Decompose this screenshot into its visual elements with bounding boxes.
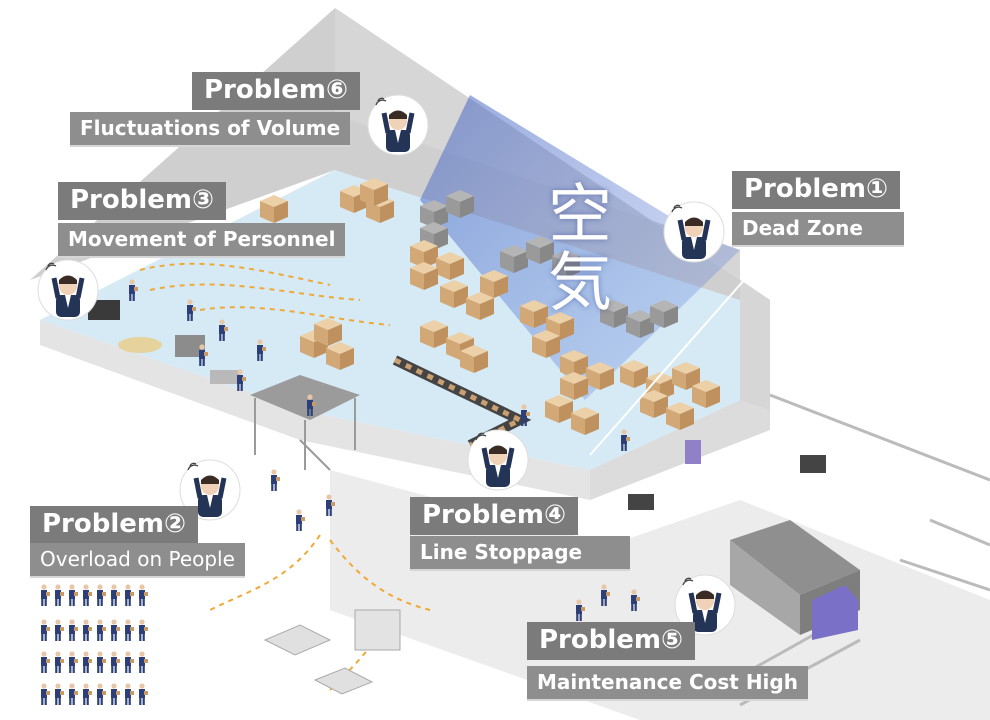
problem-5-tag: Problem⑤	[527, 622, 696, 660]
air-kanji-label: 空気	[537, 180, 611, 316]
problem-4-desc: Line Stoppage	[410, 536, 630, 571]
problem-1-tag: Problem①	[732, 171, 901, 209]
problem-1-desc: Dead Zone	[732, 212, 904, 247]
problem-4-tag: Problem④	[410, 497, 579, 535]
problem-3-tag: Problem③	[58, 182, 227, 220]
worker-crowd	[41, 584, 148, 705]
problem-2-tag: Problem②	[30, 506, 199, 544]
problem-5-desc: Maintenance Cost High	[527, 666, 808, 701]
problem-2-desc: Overload on People	[30, 543, 245, 578]
worried-person-icon	[368, 95, 428, 155]
problem-6-desc: Fluctuations of Volume	[70, 112, 351, 147]
problem-3-desc: Movement of Personnel	[58, 223, 346, 258]
worried-person-icon	[664, 202, 724, 262]
truck	[730, 520, 860, 595]
worried-person-icon	[38, 260, 98, 320]
problem-6-tag: Problem⑥	[192, 72, 361, 110]
worried-person-icon	[468, 430, 528, 490]
